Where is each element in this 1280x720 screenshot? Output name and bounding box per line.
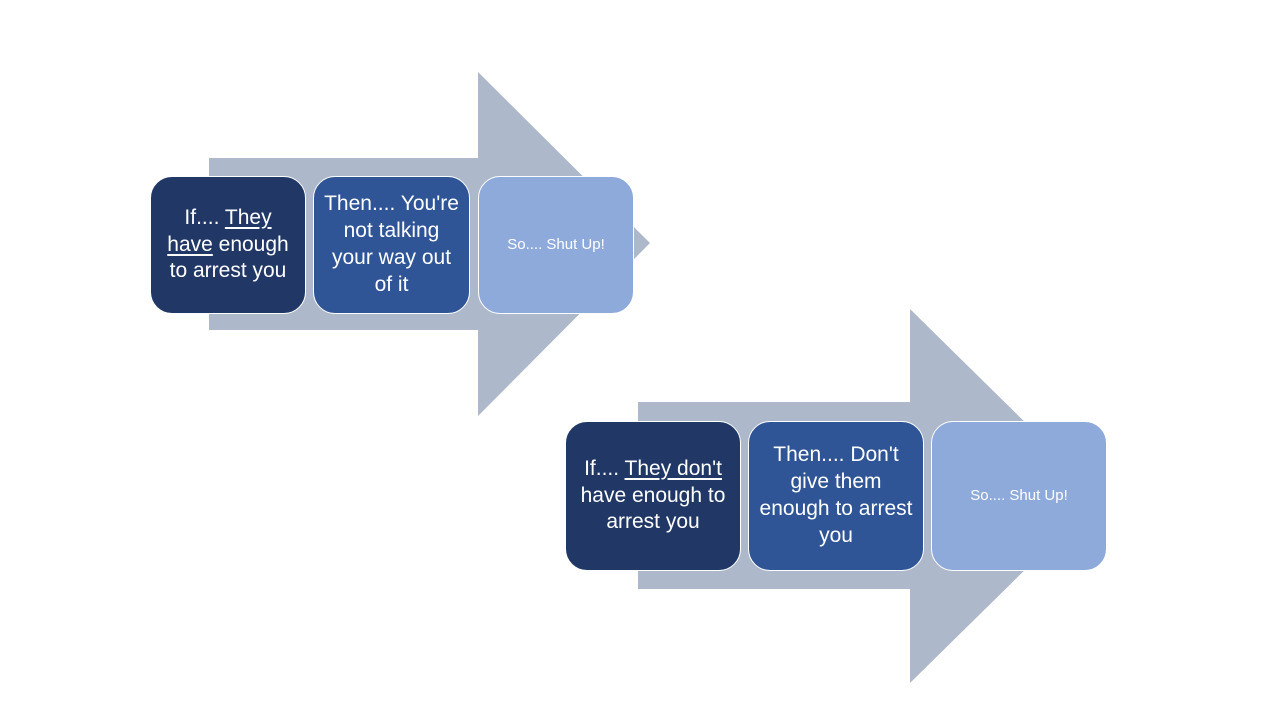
flow1-step3-text: So.... Shut Up! — [507, 236, 605, 254]
flow1-step2-text: Then.... You're not talking your way out… — [324, 192, 459, 296]
flow1-step1-text: If.... They have enough to arrest you — [161, 205, 295, 286]
flow1-step1-box: If.... They have enough to arrest you — [150, 176, 306, 314]
flow2-step1-box: If.... They don't have enough to arrest … — [565, 421, 741, 571]
flow2-step1-prefix: If.... — [584, 456, 625, 480]
flow2-step3-box: So.... Shut Up! — [931, 421, 1107, 571]
flow2-step2-text: Then.... Don't give them enough to arres… — [759, 443, 913, 547]
flow2-step3-text: So.... Shut Up! — [970, 487, 1068, 505]
flow1-step2-box: Then.... You're not talking your way out… — [313, 176, 470, 314]
flow2-step1-text: If.... They don't have enough to arrest … — [576, 456, 730, 537]
flow2-step1-suffix: have enough to arrest you — [580, 483, 726, 534]
flow2-step2-box: Then.... Don't give them enough to arres… — [748, 421, 924, 571]
flow1-step1-prefix: If.... — [184, 205, 225, 229]
flow2-step1-underlined: They don't — [624, 456, 722, 480]
flow1-step1-underlined: They have — [167, 205, 272, 256]
flow1-step1-suffix: enough to arrest you — [169, 232, 289, 283]
flow1-step3-box: So.... Shut Up! — [478, 176, 634, 314]
